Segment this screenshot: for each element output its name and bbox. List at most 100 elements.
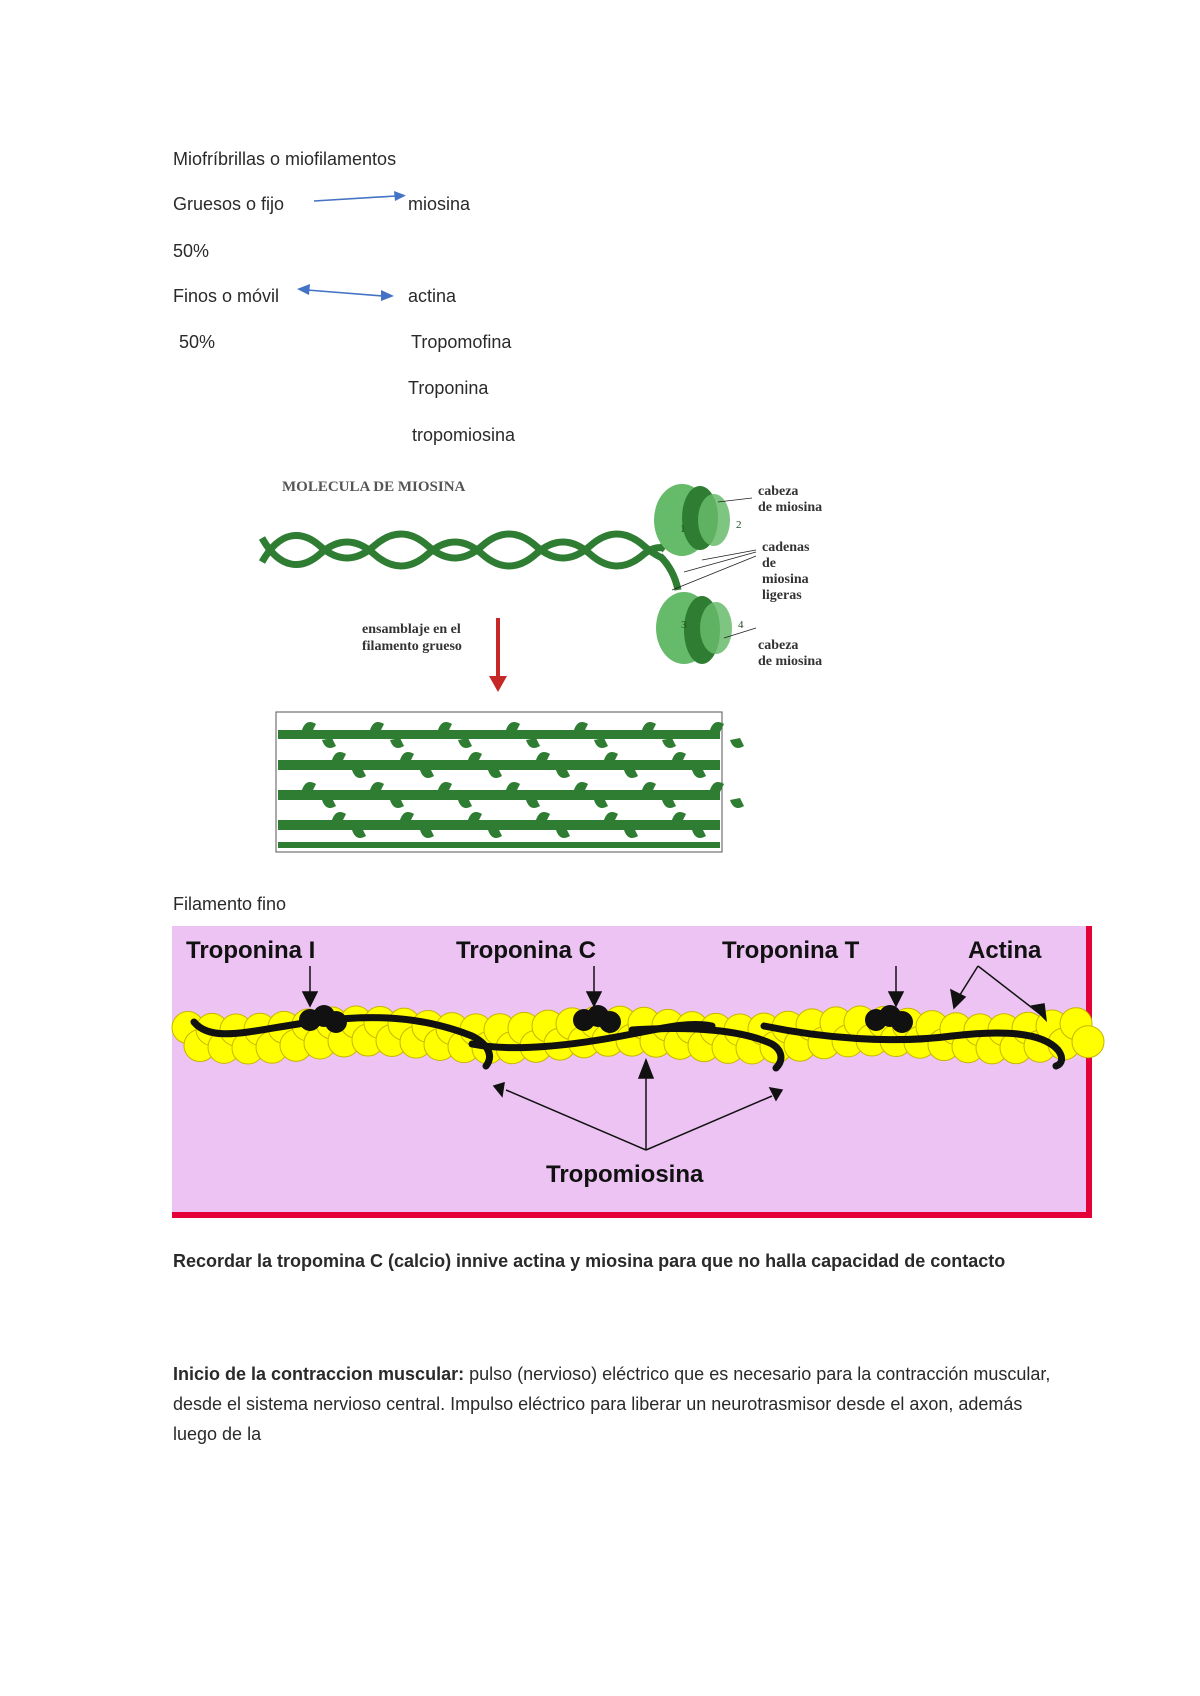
label-light-chains-3: miosina (762, 572, 809, 587)
myosin-figure-title: MOLECULA DE MIOSINA (282, 479, 466, 495)
label-head-bottom-2: de miosina (758, 654, 822, 669)
myosin-head-bump (488, 828, 502, 838)
myosin-head-bump (322, 798, 336, 808)
thick-filament-label: Gruesos o fijo (173, 194, 285, 214)
head-number-1: 1 (680, 523, 686, 535)
myosin-head-bump (624, 828, 638, 838)
head-number-4: 4 (738, 619, 744, 631)
myosin-head-bump (624, 768, 638, 778)
label-troponin-t: Troponina T (722, 937, 860, 964)
myosin-head-bump (458, 798, 472, 808)
myosin-molecule-figure: MOLECULA DE MIOSINA 1 2 3 4 cabeza de mi… (258, 479, 822, 853)
myosin-head-bump (400, 812, 414, 822)
thick-filament-protein: miosina (408, 194, 471, 214)
thin-filament-heading: Filamento fino (173, 894, 287, 914)
thick-filament-percent: 50% (173, 241, 210, 261)
myosin-head-bump (400, 752, 414, 762)
myosin-head-bump (662, 798, 676, 808)
myosin-head-bump (506, 782, 520, 792)
label-assembly-1: ensamblaje en el (362, 622, 461, 637)
myosin-head-bump (556, 768, 570, 778)
myosin-head-bump (302, 722, 316, 732)
myosin-head-bump (390, 738, 404, 748)
myosin-head-bump (526, 798, 540, 808)
contraction-term: Inicio de la contraccion muscular: (173, 1364, 465, 1384)
head-number-3: 3 (681, 619, 687, 631)
myosin-head-bump (730, 738, 744, 748)
myosin-head-bump (438, 782, 452, 792)
label-head-top-1: cabeza (758, 484, 798, 499)
myosin-head-bump (468, 812, 482, 822)
myosin-head-top: 1 2 (654, 484, 742, 556)
thin-protein-tropomiosina: tropomiosina (412, 425, 516, 445)
myosin-head-bump (604, 812, 618, 822)
myosin-head-bump (594, 738, 608, 748)
actin-bead (1071, 1025, 1105, 1059)
label-light-chains-1: cadenas (762, 540, 810, 555)
myosin-head-bump (302, 782, 316, 792)
label-assembly-2: filamento grueso (362, 639, 462, 654)
myosin-head-bump (710, 722, 724, 732)
label-troponin-c: Troponina C (456, 937, 596, 964)
myosin-head-bump (352, 768, 366, 778)
myosin-head-bump (730, 798, 744, 808)
thin-protein-tropomofina: Tropomofina (411, 332, 512, 352)
right-arrow-icon (313, 191, 406, 202)
notes-heading: Miofríbrillas o miofilamentos (173, 149, 397, 169)
thin-filament-percent: 50% (179, 332, 216, 352)
myosin-head-bump (536, 752, 550, 762)
thin-filament-label: Finos o móvil (173, 286, 280, 306)
double-arrow-icon (297, 284, 394, 301)
myosin-head-bump (322, 738, 336, 748)
myosin-head-bump (332, 812, 346, 822)
myosin-head-bump (692, 768, 706, 778)
label-head-top-2: de miosina (758, 500, 822, 515)
myosin-head-bump (536, 812, 550, 822)
myosin-head-bottom: 3 4 (656, 592, 744, 664)
label-light-chains-4: ligeras (762, 588, 802, 603)
recall-text: Recordar la tropomina C (calcio) innive … (173, 1251, 1006, 1271)
myosin-head-bump (672, 752, 686, 762)
troponin-complexes (299, 1005, 913, 1033)
myosin-head-bump (506, 722, 520, 732)
myosin-head-bump (488, 768, 502, 778)
myosin-tail (258, 515, 682, 591)
myosin-head-bump (710, 782, 724, 792)
myosin-head-bump (332, 752, 346, 762)
myosin-head-bump (642, 782, 656, 792)
myosin-head-bump (458, 738, 472, 748)
myosin-head-bump (352, 828, 366, 838)
label-troponin-i: Troponina I (186, 937, 315, 964)
head-number-2: 2 (736, 519, 742, 531)
label-tropomyosin: Tropomiosina (546, 1161, 704, 1188)
myosin-head-bump (642, 722, 656, 732)
label-head-bottom-1: cabeza (758, 638, 798, 653)
thick-filament-assembly (275, 711, 744, 853)
thin-protein-troponina: Troponina (408, 378, 489, 398)
myosin-head-bump (574, 782, 588, 792)
myosin-head-bump (420, 828, 434, 838)
thin-filament-figure: Troponina I Troponina C Troponina T Acti… (171, 926, 1105, 1218)
label-light-chains-2: de (762, 556, 776, 571)
myosin-head-bump (526, 738, 540, 748)
contraction-body: pulso (nervioso) eléctrico que es necesa… (173, 1364, 1051, 1444)
myosin-head-bump (692, 828, 706, 838)
myosin-head-bump (390, 798, 404, 808)
tropomyosin-strand (190, 1014, 1066, 1072)
myosin-head-bump (370, 782, 384, 792)
recall-note: Recordar la tropomina C (calcio) innive … (173, 1246, 1053, 1276)
thin-filament-protein: actina (408, 286, 457, 306)
assembly-arrow-icon (489, 618, 507, 692)
myosin-head-bump (672, 812, 686, 822)
myosin-head-bump (556, 828, 570, 838)
myosin-head-bump (438, 722, 452, 732)
label-actin: Actina (968, 937, 1042, 964)
myosin-head-bump (604, 752, 618, 762)
myosin-head-bump (574, 722, 588, 732)
myosin-head-bump (662, 738, 676, 748)
myosin-head-bump (370, 722, 384, 732)
myosin-head-bump (468, 752, 482, 762)
contraction-paragraph: Inicio de la contraccion muscular: pulso… (173, 1359, 1053, 1449)
myosin-head-bump (420, 768, 434, 778)
myosin-head-bump (594, 798, 608, 808)
